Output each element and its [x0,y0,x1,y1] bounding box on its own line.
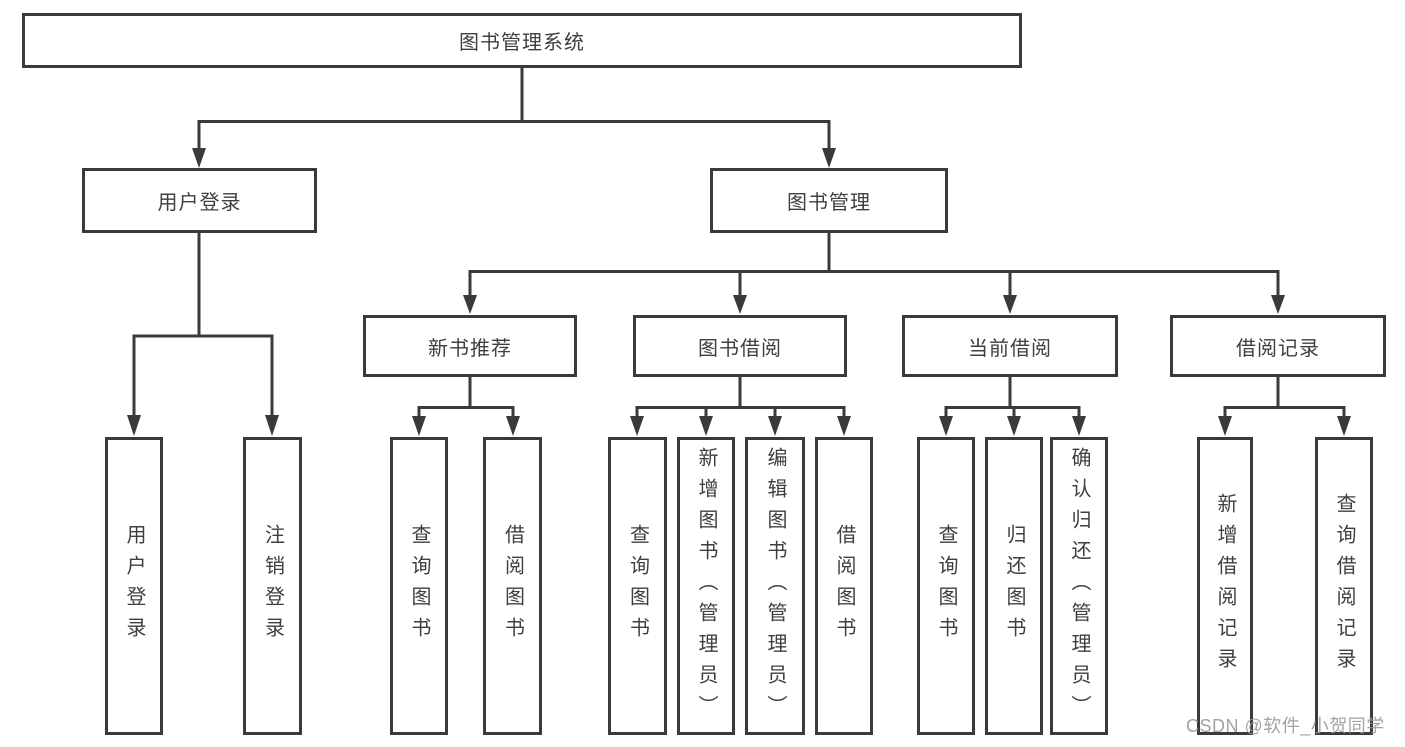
node-borrow-books-2: 借阅图书 [815,437,873,735]
node-query-books-3: 查询图书 [917,437,975,735]
node-label: 图书管理系统 [459,32,585,54]
node-edit-book-admin: 编辑图书（管理员） [745,437,805,735]
node-label: 新增借阅记录 [1214,493,1236,679]
node-borrow-records: 借阅记录 [1170,315,1386,377]
node-query-books-2: 查询图书 [608,437,667,735]
node-current-borrow: 当前借阅 [902,315,1118,377]
node-label: 用户登录 [157,192,242,214]
node-label: 借阅记录 [1236,337,1320,360]
node-label: 查询图书 [935,524,957,648]
node-book-borrow: 图书借阅 [633,315,847,377]
node-query-borrow-record: 查询借阅记录 [1315,437,1373,735]
node-query-books-1: 查询图书 [390,437,448,735]
arrow-down-icons [127,148,1351,436]
node-return-book: 归还图书 [985,437,1043,735]
node-book-management: 图书管理 [710,168,948,233]
csdn-watermark: CSDN @软件_小贺同学 [1186,716,1385,736]
node-label: 图书管理 [787,192,871,214]
node-borrow-books-1: 借阅图书 [483,437,542,735]
node-label: 借阅图书 [833,524,855,648]
node-label: 归还图书 [1003,524,1025,648]
node-label: 编辑图书（管理员） [764,446,786,726]
node-label: 图书借阅 [698,337,782,360]
node-label: 查询图书 [408,524,430,648]
node-label: 新增图书（管理员） [695,446,717,726]
node-user-login: 用户登录 [82,168,317,233]
tree-edges [132,68,1346,417]
node-label: 当前借阅 [968,337,1052,360]
node-new-book-recommend: 新书推荐 [363,315,577,377]
node-confirm-return-admin: 确认归还（管理员） [1050,437,1108,735]
node-label: 借阅图书 [501,524,524,648]
node-logout-leaf: 注销登录 [243,437,302,735]
node-label: 查询图书 [626,524,649,648]
node-label: 新书推荐 [428,337,512,360]
node-label: 注销登录 [261,524,284,648]
node-label: 用户登录 [123,524,145,648]
node-label: 确认归还（管理员） [1068,446,1090,726]
node-label: 查询借阅记录 [1333,493,1355,679]
node-add-book-admin: 新增图书（管理员） [677,437,735,735]
node-user-login-leaf: 用户登录 [105,437,163,735]
node-system-root: 图书管理系统 [22,13,1022,68]
node-add-borrow-record: 新增借阅记录 [1197,437,1253,735]
